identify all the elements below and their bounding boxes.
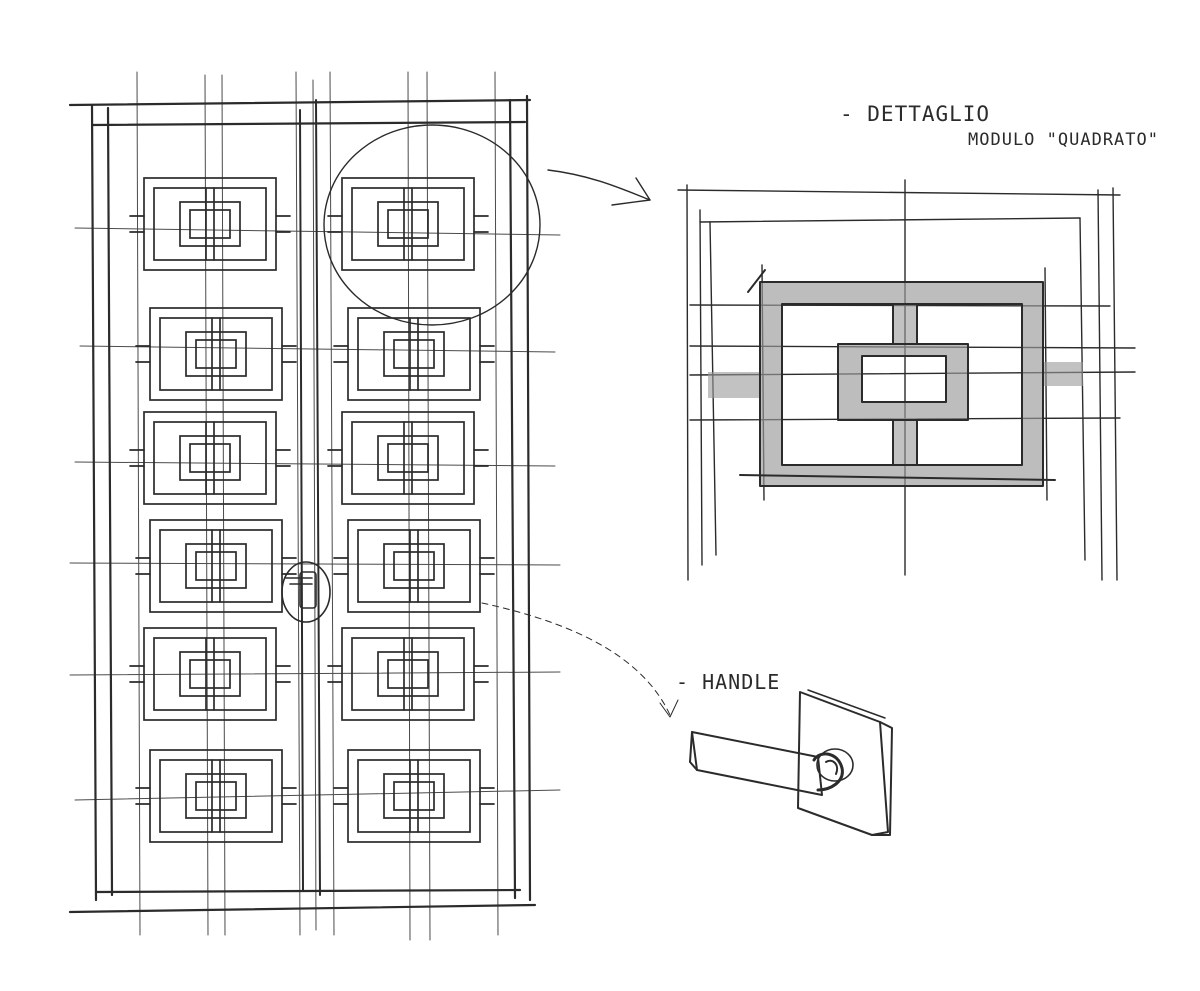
door-module — [333, 519, 495, 613]
handle-detail-drawing — [689, 689, 893, 836]
handle-title: - HANDLE — [676, 670, 781, 694]
door-module — [333, 749, 495, 843]
center-mullion — [299, 99, 321, 896]
detail-title: - DETTAGLIO — [840, 102, 991, 126]
detail-module-drawing — [677, 179, 1136, 581]
door-module — [135, 307, 297, 401]
door-module — [327, 627, 489, 721]
door-frame — [68, 94, 537, 914]
door-module — [129, 627, 291, 721]
door-module — [333, 307, 495, 401]
door-handle-sketch — [281, 561, 331, 623]
door-module — [327, 177, 489, 271]
door-modules — [129, 177, 495, 843]
door-module — [129, 411, 291, 505]
door-module — [135, 749, 297, 843]
handle-callout-arrow — [481, 602, 679, 718]
door-module — [327, 411, 489, 505]
detail-subtitle: MODULO "QUADRATO" — [968, 130, 1159, 150]
detail-callout — [323, 124, 651, 326]
door-module — [135, 519, 297, 613]
door-module — [129, 177, 291, 271]
